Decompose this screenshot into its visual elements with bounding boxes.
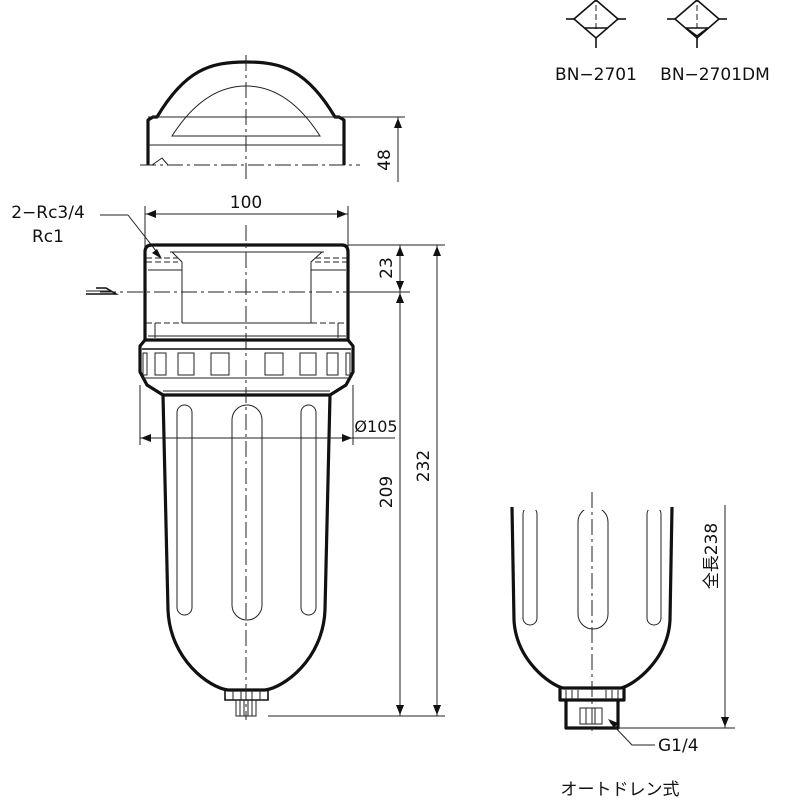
model-label-bn2701: BN−2701 (555, 65, 637, 85)
dimension-ring-diameter-value: Ø105 (354, 417, 397, 436)
drain-port-label: G1/4 (658, 736, 699, 756)
filter-body (100, 225, 372, 720)
dimension-vertical-set: 23 209 232 (268, 244, 445, 717)
dimension-port-offset-value: 23 (377, 257, 397, 279)
dimension-body-width-value: 100 (230, 193, 262, 213)
flow-direction-icon (86, 287, 119, 295)
dimension-ring-diameter: Ø105 (139, 385, 398, 445)
port-size-line1: 2−Rc3/4 (11, 203, 85, 223)
dimension-total-height-value: 232 (414, 450, 434, 482)
dimension-cap-height-value: 48 (375, 149, 395, 171)
model-label-bn2701dm: BN−2701DM (660, 65, 770, 85)
auto-drain-caption: オートドレン式 (561, 780, 680, 800)
drain-port-callout: G1/4 (608, 719, 699, 756)
filter-cap (140, 55, 360, 180)
filter-with-drain-symbol-icon (667, 0, 727, 48)
auto-drain-bowl (510, 492, 674, 735)
dimension-auto-drain-length: 全長238 (618, 505, 735, 729)
dimension-bowl-length-value: 209 (377, 476, 397, 508)
filter-symbol-icon (566, 0, 626, 48)
port-size-line2: Rc1 (32, 227, 64, 247)
port-size-callout: 2−Rc3/4 Rc1 (11, 203, 162, 259)
dimension-body-width: 100 (144, 193, 349, 250)
dimension-auto-drain-length-value: 全長238 (702, 523, 722, 589)
dimension-cap-height: 48 (344, 116, 405, 182)
